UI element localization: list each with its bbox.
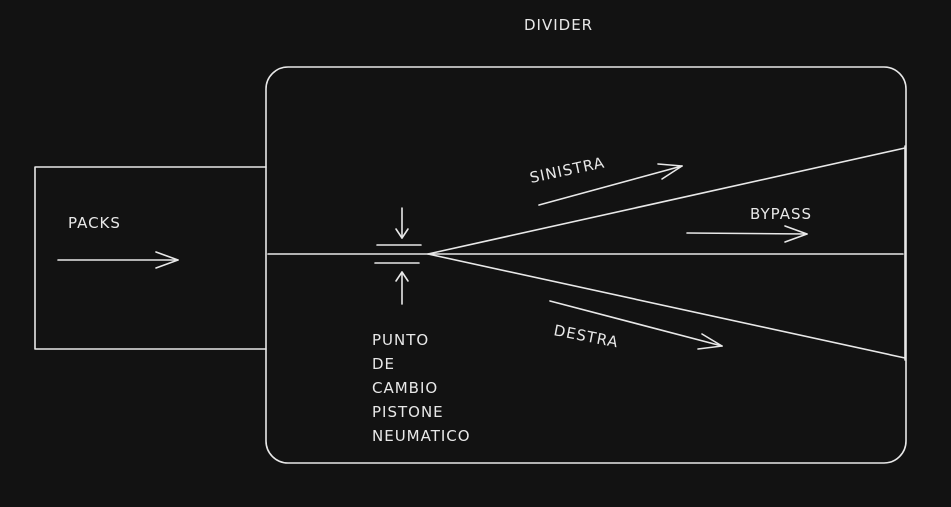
packs-box: [34, 166, 267, 350]
sinistra-arrow: [538, 163, 683, 206]
bypass-arrow: [686, 225, 808, 243]
packs-label: PACKS: [68, 214, 121, 232]
destra-arrow: [549, 300, 723, 350]
switch-point-label: PUNTO DE CAMBIO PISTONE NEUMATICO: [372, 331, 471, 445]
switch-point-line-2: DE: [372, 355, 395, 373]
switch-point-line-3: CAMBIO: [372, 379, 438, 397]
switch-point-line-4: PISTONE: [372, 403, 444, 421]
switch-point-line-1: PUNTO: [372, 331, 429, 349]
bypass-label: BYPASS: [750, 205, 812, 223]
divider-title: DIVIDER: [524, 16, 593, 34]
destra-line: [427, 253, 906, 359]
divider-box: [265, 66, 907, 464]
sinistra-line: [427, 147, 906, 255]
packs-arrow: [57, 251, 179, 269]
sinistra-label: SINISTRA: [528, 153, 606, 186]
piston-switch-point: [374, 207, 422, 305]
switch-point-line-5: NEUMATICO: [372, 427, 471, 445]
destra-label: DESTRA: [552, 321, 620, 351]
